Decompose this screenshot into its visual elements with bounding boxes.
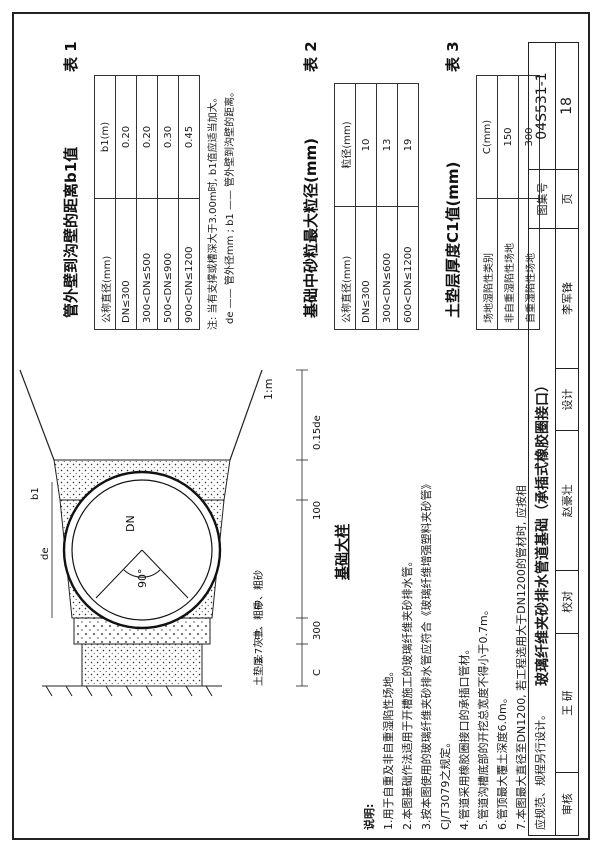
dim-b1: b1 [30,487,41,500]
note-item: 1.用于自重及非自重湿陷性场地。 [382,665,395,831]
table2-header-row: 公称直径(mm)粒径(mm) [334,83,356,330]
table1-note-1: 注: 当有支撑或槽深大于3.00m时, b1值应适当加大。 [208,92,219,330]
title-block-table: 玻璃纤维夹砂排水管道基础（承插式橡胶圈接口） 图集号 04S531-1 审核 王… [528,42,579,836]
table2-cell: 粒径(mm) [334,83,356,207]
table1-note-2: de —— 管外径mm ; b1 —— 管外壁到沟壁的距离。 [225,86,236,324]
dim-100: 100 [312,501,323,520]
note-item: 6.管顶最大覆土深度6.0m。 [496,692,509,830]
dimension-lines [51,369,308,687]
layer-label-3: 3:7灰土 [252,628,265,664]
designer-name: 李军锋 [555,228,579,369]
notes-block: 说明: 1.用于自重及非自重湿陷性场地。 2.本图基础作法适用于开槽施工的玻璃纤维… [360,479,550,831]
page-label: 页 [555,169,579,229]
table1-cell: 900<DN≤1200 [178,198,200,330]
reviewer-name: 王 研 [555,633,579,773]
table1-header-row: 公称直径(mm)b1(m) [94,75,116,330]
table3-label: 表 3 [444,41,462,72]
table2-cell: 13 [376,83,398,207]
layer-label-2: 中、粗砂 [252,600,265,640]
note-item: 2.本图基础作法适用于开槽施工的玻璃纤维夹砂排水管。 [401,555,414,831]
layer-label-1: 中、粗砂 [252,570,265,610]
trench-slope-line-2 [229,369,263,461]
table3-cell: 150 [497,75,519,199]
role-check: 校对 [555,570,579,634]
angle-line-2 [141,549,189,599]
note-item: 5.管道沟槽底部的开挖总宽度不得小于0.7m。 [477,604,490,830]
page-number: 18 [555,42,579,170]
dim-300: 300 [312,621,323,640]
table2-cell: 公称直径(mm) [334,206,356,330]
table3-cell: 非自重湿陷性场地 [497,198,519,330]
note-item: 3.按本图使用的玻璃纤维夹砂排水管应符合《玻璃纤维增强塑料夹砂管》 [420,478,433,831]
table2-cell: 19 [397,83,419,207]
note-item: 4.管道采用橡胶圈接口的承插口管材。 [458,643,471,831]
table2-cell: 10 [355,83,377,207]
table1-cell: 公称直径(mm) [94,198,116,330]
table1-cell: 500<DN≤900 [157,198,179,330]
note-item: CJ/T3079之规定。 [439,736,452,830]
base-hatch [42,685,222,697]
dim-top: 0.15de [312,415,323,450]
table1-cell: 300<DN≤500 [136,198,158,330]
table3-cell: C(mm) [476,75,498,199]
table1-cell: 0.30 [157,75,179,199]
table2-title: 基础中砂粒最大粒径(mm) [302,138,320,318]
angle-line-1 [95,549,143,599]
table1-cell: 0.20 [115,75,137,199]
trench-slope-line [19,369,55,461]
layer-label-4: 土垫层 [252,656,265,686]
foundation-detail-diagram: 1:m 90° DN C 300 100 0.15de de b1 中、粗砂 中… [19,369,351,697]
dim-de: de [40,548,51,561]
slope-label: 1:m [262,379,275,400]
notes-heading: 说明: [363,803,376,830]
pipe-inner-circle [71,479,213,621]
title-block: 玻璃纤维夹砂排水管道基础（承插式橡胶圈接口） 图集号 04S531-1 审核 王… [528,42,579,836]
table1-label: 表 1 [62,41,80,72]
table2-cell: DN≤300 [355,206,377,330]
role-review: 审核 [555,772,579,836]
atlas-number: 04S531-1 [528,42,556,170]
role-design: 设计 [555,368,579,431]
table2-cell: 300<DN≤600 [376,206,398,330]
table3-title: 土垫层厚度C1值(mm) [444,161,462,318]
dim-c: C [312,669,323,676]
pipe-dn-label: DN [124,515,137,532]
atlas-label: 图集号 [528,169,556,229]
notes-list: 1.用于自重及非自重湿陷性场地。 2.本图基础作法适用于开槽施工的玻璃纤维夹砂排水… [379,479,550,831]
table1-cell: b1(m) [94,75,116,199]
diagram-title: 基础大样 [334,524,351,580]
table1-cell: 0.20 [136,75,158,199]
drawing-title: 玻璃纤维夹砂排水管道基础（承插式橡胶圈接口） [528,228,556,836]
checker-name: 赵豪壮 [555,430,579,571]
table2-label: 表 2 [302,41,320,72]
table1-cell: 0.45 [178,75,200,199]
table2-cell: 600<DN≤1200 [397,206,419,330]
angle-label: 90° [136,569,149,589]
angle-arc [123,569,161,578]
table1-title: 管外壁到沟壁的距离b1值 [62,146,80,318]
soil-cushion-layer [81,643,203,687]
table3-cell: 场地湿陷性类别 [476,198,498,330]
table1-cell: DN≤300 [115,198,137,330]
